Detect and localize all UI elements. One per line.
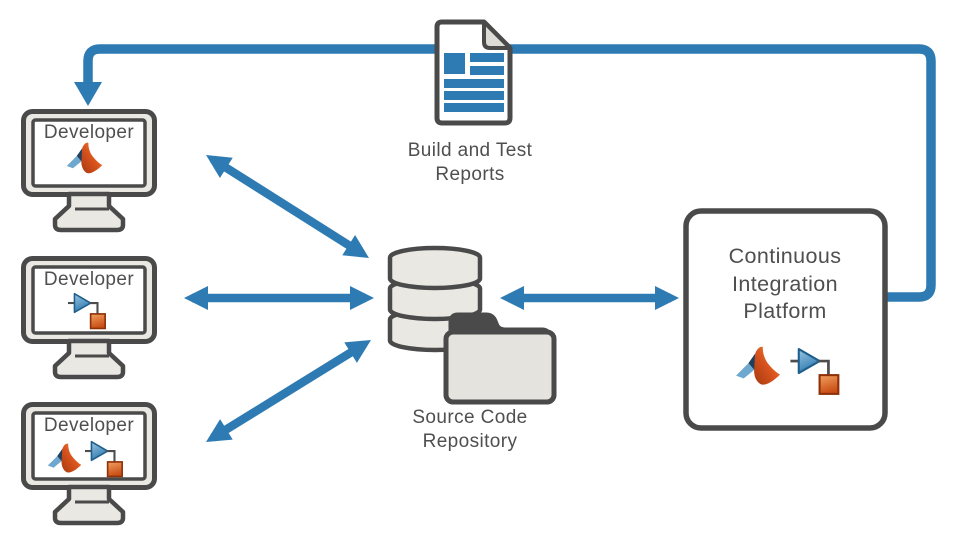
developer-2-monitor (21, 256, 157, 380)
ci-platform-box (683, 208, 888, 431)
folder-icon (443, 312, 557, 405)
developer-3-label: Developer (43, 415, 135, 436)
report-document-icon (434, 19, 513, 126)
developer-1-label: Developer (43, 122, 135, 143)
arrow-developer1-repo (206, 155, 369, 258)
developer-3-monitor (21, 402, 157, 526)
developer-2-label: Developer (43, 269, 135, 290)
arrow-ci-to-developer-loop (74, 44, 936, 302)
ci-platform-label: Continuous Integration Platform (728, 244, 842, 323)
build-reports-label: Build and Test Reports (407, 140, 533, 185)
arrow-developer3-repo (205, 339, 372, 443)
source-repo-label: Source Code Repository (412, 407, 528, 452)
